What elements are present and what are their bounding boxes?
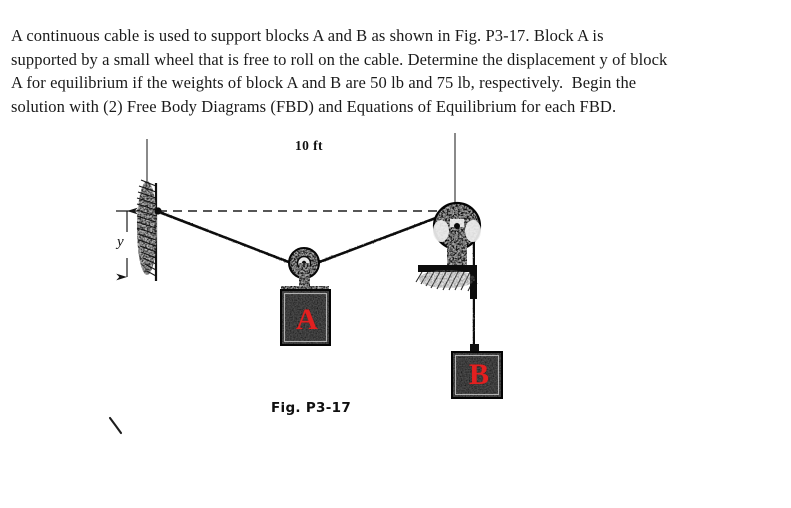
vertical-dimension-y — [116, 207, 300, 281]
cable-anchor-point — [154, 207, 162, 215]
problem-line-4: solution with (2) Free Body Diagrams (FB… — [11, 96, 617, 116]
left-wall-support — [136, 179, 162, 281]
problem-line-3: A for equilibrium if the weights of bloc… — [11, 73, 637, 92]
problem-line-2: supported by a small wheel that is free … — [11, 49, 668, 69]
block-a-label: A — [296, 303, 318, 336]
fixed-pulley — [434, 203, 480, 249]
problem-line-1: A continuous cable is used to support bl… — [11, 26, 604, 45]
problem-statement: A continuous cable is used to support bl… — [11, 24, 751, 118]
vertical-dimension-label: y — [117, 234, 124, 250]
rolling-wheel — [289, 248, 319, 278]
span-dimension-label: 10 ft — [295, 138, 323, 153]
right-pulley-assembly — [415, 201, 482, 299]
block-b-label: B — [469, 358, 490, 391]
figure-caption: Fig. P3-17 — [271, 400, 352, 416]
stray-pencil-mark — [108, 416, 123, 435]
